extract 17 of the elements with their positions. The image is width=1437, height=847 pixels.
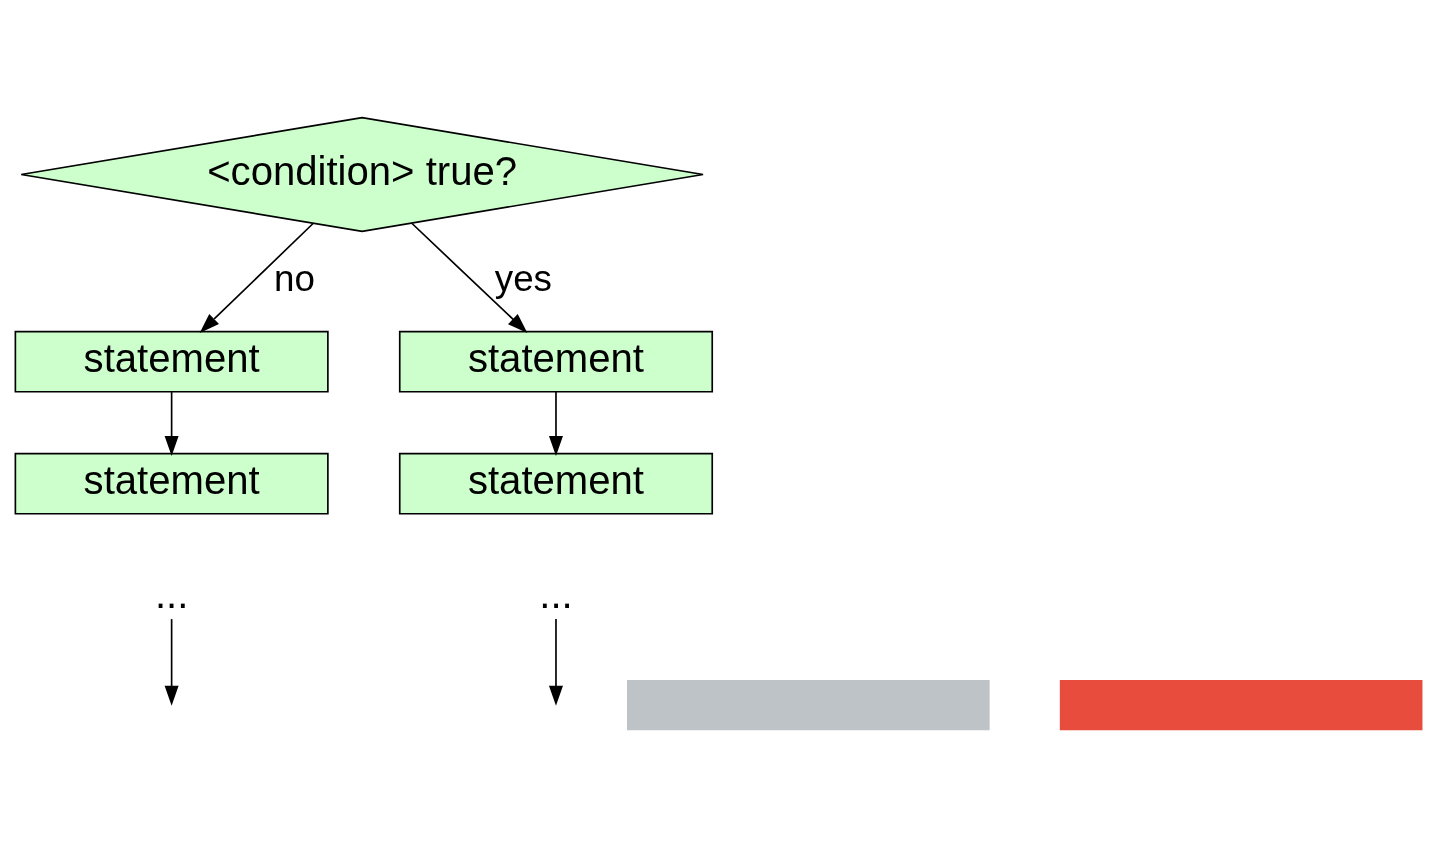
node-text: ... xyxy=(539,571,573,616)
arrow xyxy=(548,391,563,457)
node-text: ... xyxy=(154,571,189,616)
node-diamond: <condition> true? xyxy=(20,116,704,233)
arrow xyxy=(164,618,179,706)
arrow xyxy=(548,618,563,706)
node-box: statement xyxy=(14,330,329,393)
node-box: statement xyxy=(398,452,714,515)
arrow xyxy=(164,391,179,457)
edge-label: no xyxy=(274,257,315,299)
node-box: statement xyxy=(14,452,329,515)
node-bar xyxy=(627,680,990,731)
arrow xyxy=(199,222,314,333)
edge-label: yes xyxy=(494,257,552,299)
node-box: statement xyxy=(398,330,714,393)
node-bar xyxy=(1059,680,1423,731)
arrow xyxy=(411,222,528,333)
